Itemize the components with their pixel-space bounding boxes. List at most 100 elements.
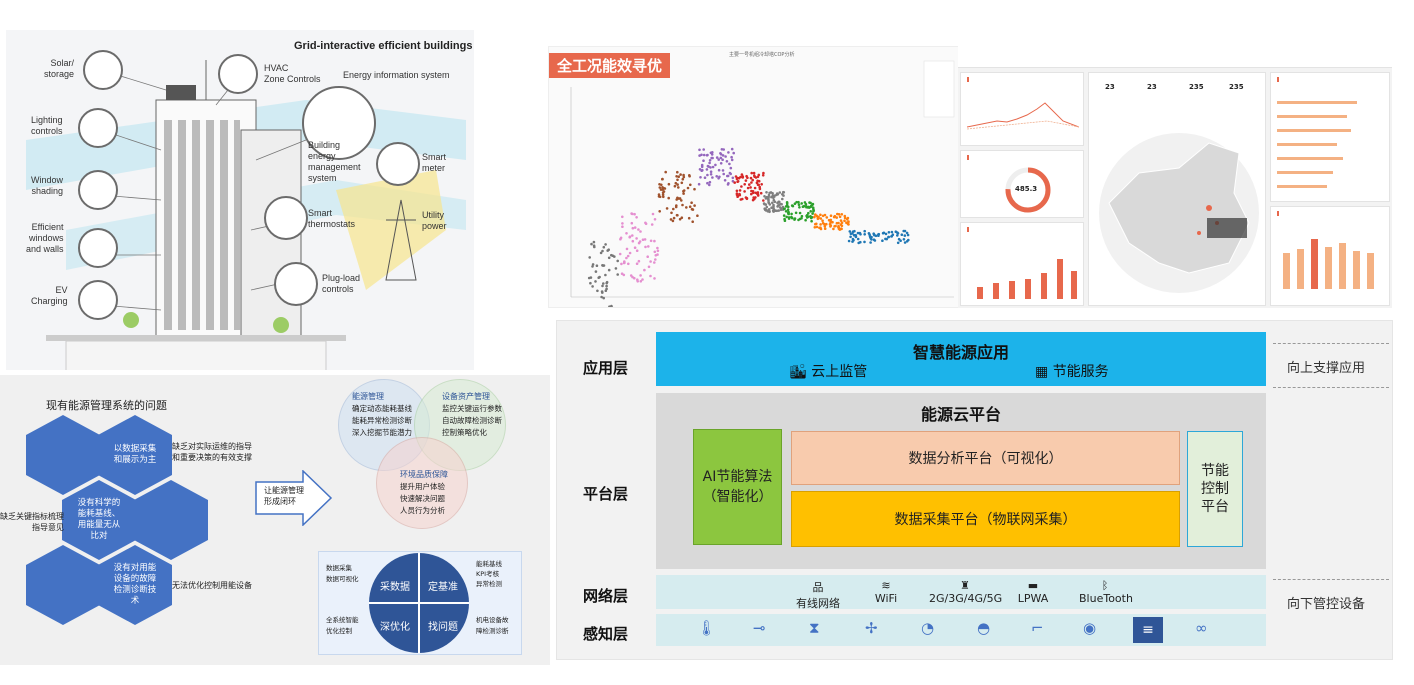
- scatter-point: [797, 218, 800, 222]
- scatter-point: [721, 154, 725, 157]
- scatter-point: [790, 204, 794, 207]
- scatter-point: [708, 159, 712, 162]
- scatter-point: [700, 165, 704, 169]
- scatter-point: [660, 183, 663, 187]
- scatter-point: [884, 232, 888, 236]
- scatter-point: [819, 223, 822, 226]
- scatter-point: [635, 237, 638, 240]
- label-lighting: Lighting controls: [31, 115, 63, 136]
- scatter-point: [621, 222, 624, 225]
- scatter-point: [762, 171, 765, 175]
- scatter-point: [722, 148, 725, 151]
- scatter-point: [732, 151, 735, 155]
- scatter-point: [729, 166, 733, 170]
- scatter-point: [719, 153, 723, 156]
- scatter-point: [654, 258, 657, 261]
- scatter-point: [752, 171, 756, 175]
- scatter-point: [771, 209, 775, 212]
- label-shading: Window shading: [31, 175, 64, 196]
- scatter-point: [869, 241, 872, 244]
- scatter-point: [785, 202, 789, 205]
- layer-network: 网络层: [583, 588, 629, 605]
- scatter-point: [800, 214, 804, 218]
- scatter-point: [653, 239, 656, 243]
- scatter-point: [797, 200, 800, 204]
- scatter-point: [743, 190, 746, 193]
- scatter-title: 主要一号机组冷却塔COP分析: [729, 52, 795, 58]
- scatter-point: [681, 177, 685, 181]
- scatter-point: [717, 177, 720, 180]
- gauge-value: 485.3: [1015, 185, 1038, 193]
- scatter-point: [829, 214, 833, 217]
- scatter-point: [778, 203, 781, 206]
- scatter-point: [687, 216, 691, 220]
- scatter-point: [661, 191, 665, 194]
- airflow-icon: ≡: [1133, 617, 1163, 643]
- scatter-point: [724, 155, 727, 158]
- scatter-point: [882, 231, 886, 235]
- scatter-point: [675, 175, 678, 178]
- scatter-point: [592, 244, 596, 247]
- scatter-point: [675, 198, 678, 201]
- scatter-point: [837, 213, 841, 216]
- scatter-point: [664, 170, 667, 174]
- scatter-point: [717, 158, 720, 161]
- scatter-point: [835, 221, 839, 225]
- scatter-point: [835, 216, 838, 219]
- scatter-point: [658, 186, 662, 189]
- scatter-point: [649, 274, 652, 278]
- net-cellular: ♜2G/3G/4G/5G: [929, 579, 1003, 605]
- scatter-point: [726, 174, 730, 178]
- scatter-point: [755, 192, 759, 195]
- label-ev: EV Charging: [31, 285, 68, 306]
- scatter-point: [661, 193, 665, 196]
- scatter-point: [682, 175, 686, 179]
- scatter-point: [828, 222, 832, 226]
- scatter-point: [706, 173, 709, 177]
- hex-data-display: 以数据采集 和展示为主: [98, 415, 172, 495]
- scatter-point: [790, 216, 794, 220]
- scatter-point: [812, 209, 815, 213]
- scatter-point: [790, 212, 793, 216]
- scatter-point: [601, 284, 604, 288]
- scatter-point: [785, 215, 788, 219]
- scatter-point: [745, 197, 749, 201]
- scatter-point: [887, 235, 891, 239]
- scatter-point: [896, 241, 900, 245]
- scatter-point: [627, 262, 630, 266]
- scatter-point: [771, 195, 775, 198]
- scatter-point: [618, 252, 622, 256]
- scatter-point: [721, 169, 725, 172]
- building-icon: 🏙: [789, 364, 807, 380]
- venn-asset-text: 设备资产管理监控关键运行参数自动故障检测诊断控制策略优化: [442, 392, 502, 437]
- problem-note-3: 无法优化控制用能设备: [172, 581, 252, 590]
- scatter-point: [608, 305, 611, 307]
- scatter-point: [602, 245, 606, 249]
- scatter-point: [703, 176, 707, 179]
- scatter-point: [906, 233, 910, 237]
- scatter-point: [890, 234, 894, 238]
- valve-icon: ⊸: [753, 619, 766, 637]
- scatter-point: [735, 193, 739, 197]
- scatter-point: [847, 239, 851, 243]
- scatter-point: [760, 183, 763, 186]
- ai-algorithm-box: AI节能算法 （智能化）: [693, 429, 782, 545]
- scatter-point: [639, 274, 642, 277]
- scatter-point: [770, 206, 773, 209]
- efficiency-scatter-panel: 全工况能效寻优 主要一号机组冷却塔COP分析: [548, 46, 960, 308]
- scatter-point: [727, 151, 730, 154]
- scatter-point: [604, 273, 607, 277]
- scatter-point: [709, 170, 713, 173]
- scatter-point: [769, 191, 773, 194]
- label-windows: Efficient windows and walls: [26, 222, 64, 254]
- scatter-point: [765, 191, 768, 194]
- scatter-point: [746, 176, 749, 180]
- camera-icon: ⌐: [1031, 619, 1044, 637]
- scatter-point: [767, 208, 770, 212]
- scatter-point: [872, 238, 876, 241]
- scatter-point: [750, 181, 753, 184]
- venn-env-text: 环境品质保障提升用户体验快速解决问题人员行为分析: [400, 470, 448, 515]
- bluetooth-icon: ᛒ: [1101, 579, 1109, 592]
- scatter-point: [708, 161, 711, 165]
- scatter-point: [714, 163, 717, 167]
